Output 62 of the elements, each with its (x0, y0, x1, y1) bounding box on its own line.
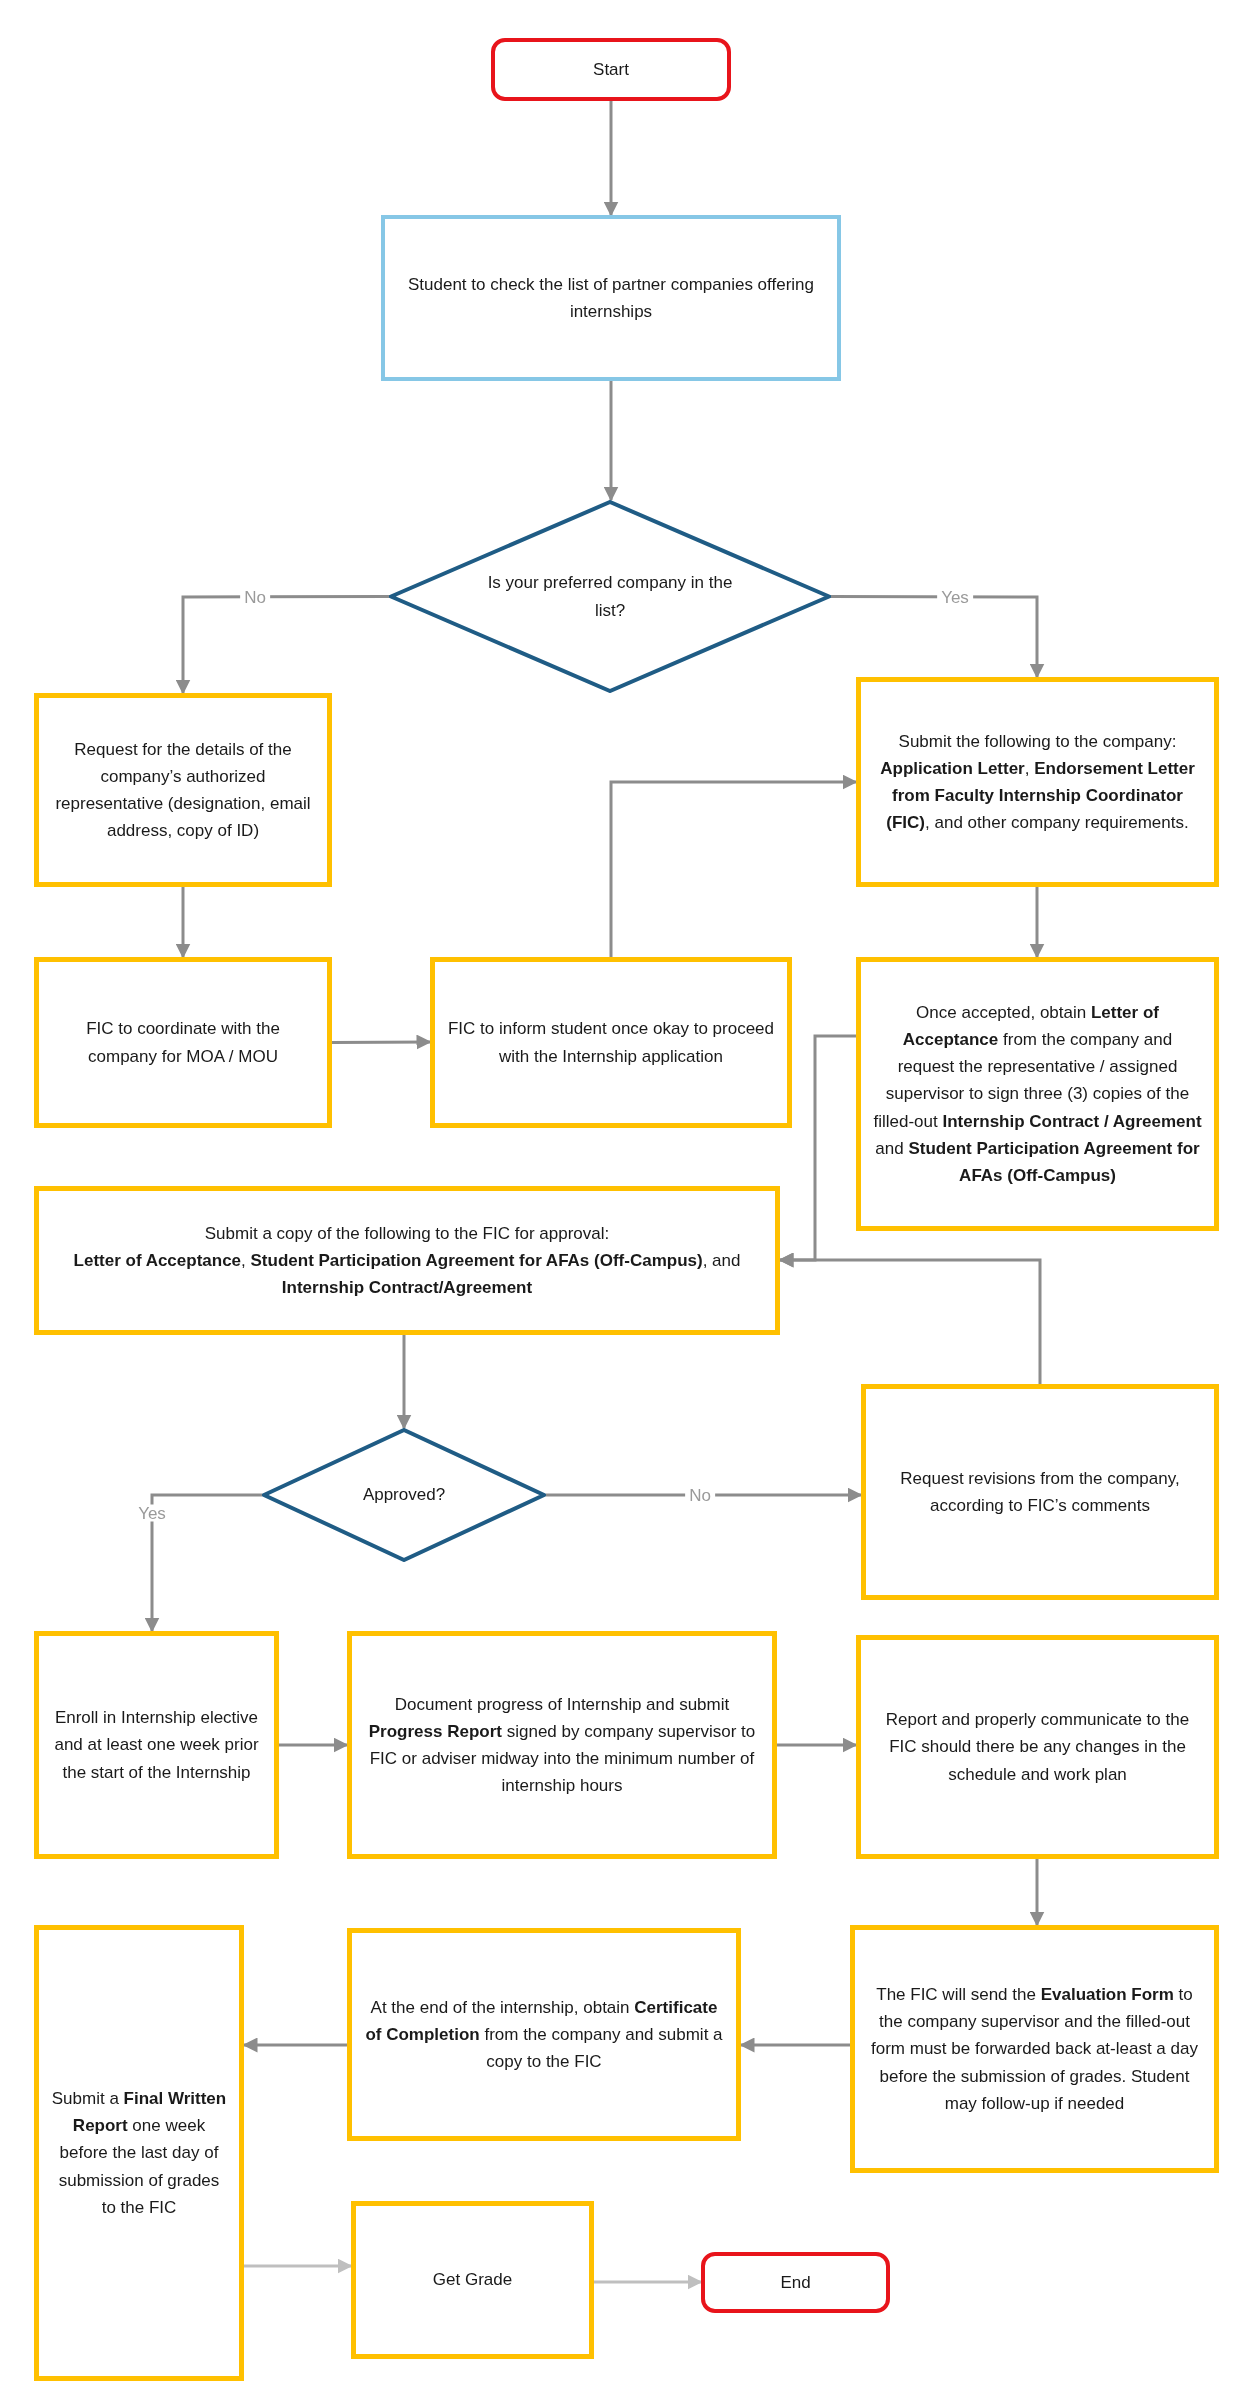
node-text: Student to check the list of partner companies offering internships (406, 273, 815, 323)
edge-label: No (685, 1486, 715, 1504)
node-text: Once accepted, obtain Letter of Acceptance from the company and request the representative / assigned supervisor to sign three (3) copies of the filled-out Internship Contract / Agreement and Student Participation Agreement for AFAs (Off-Campus) (873, 1001, 1202, 1187)
node-text: Approved? (362, 1484, 446, 1507)
arrow (1029, 1859, 1045, 1927)
node-text: Request for the details of the company’s authorized representative (designation, email address, copy of ID) (54, 738, 312, 843)
arrow (831, 595, 1045, 679)
process-box (850, 1925, 1219, 2173)
arrow (603, 381, 619, 502)
process-box (351, 2201, 594, 2359)
arrow (396, 1335, 412, 1430)
node-text: FIC to inform student once okay to proceed with the Internship application (447, 1018, 775, 1068)
node-text: Request revisions from the company, according to FIC’s comments (899, 1467, 1181, 1517)
arrow (244, 2258, 353, 2274)
process-box (430, 957, 792, 1128)
arrow (175, 595, 389, 695)
arrow (1029, 887, 1045, 959)
process-box (347, 1631, 777, 1859)
node-text: At the end of the internship, obtain Certificate of Completion from the company and submit a copy to the FIC (364, 1996, 724, 2074)
decision-diamond (389, 500, 831, 693)
node-text: Start (593, 58, 629, 81)
node-text: FIC to coordinate with the company for MOA / MOU (85, 1018, 281, 1068)
node-text: Report and properly communicate to the FIC should there be any changes in the schedule and work plan (884, 1709, 1191, 1786)
node-text: Submit the following to the company: (898, 730, 1177, 753)
arrow (603, 101, 619, 217)
node-text: Document progress of Internship and submit Progress Report signed by company supervisor to FIC or adviser midway into the minimum number of internship hours (367, 1693, 757, 1798)
arrow (242, 2037, 347, 2053)
terminal-box (701, 2252, 890, 2313)
edge-label: No (240, 588, 270, 606)
process-box (34, 1186, 780, 1335)
arrow (594, 2274, 703, 2290)
node-text: The FIC will send the Evaluation Form to the company supervisor and the filled-out form must be forwarded back at-least a day before the submission of grades. Student may follow-up if needed (870, 1984, 1199, 2115)
arrow (739, 2037, 850, 2053)
terminal-box (491, 38, 731, 101)
process-box (34, 1925, 244, 2381)
process-box (856, 957, 1219, 1231)
arrow (546, 1487, 863, 1503)
node-text: Application Letter, Endorsement Letter from Faculty Internship Coordinator (FIC), and other company requirements. (879, 757, 1196, 835)
process-box (856, 677, 1219, 887)
node-text: End (780, 2271, 811, 2294)
node-text: Submit a Final Written Report one week before the last day of submission of grades to the FIC (51, 2088, 227, 2219)
arrow (332, 1034, 432, 1050)
arrow (777, 1737, 858, 1753)
process-box (381, 215, 841, 381)
process-box (34, 693, 332, 887)
process-box (34, 1631, 279, 1859)
arrow (279, 1737, 349, 1753)
arrow (778, 1252, 1042, 1384)
process-box (34, 957, 332, 1128)
arrow (609, 774, 858, 957)
arrow (175, 887, 191, 959)
decision-diamond (262, 1428, 546, 1562)
process-box (861, 1384, 1219, 1600)
node-text: Enroll in Internship elective and at least one week prior the start of the Internship (53, 1707, 260, 1784)
edge-label: Yes (937, 588, 973, 606)
node-text: Letter of Acceptance, Student Participation Agreement for AFAs (Off-Campus), and Internship Contract/Agreement (72, 1249, 742, 1300)
process-box (347, 1928, 741, 2141)
node-text: Is your preferred company in the list? (486, 572, 734, 622)
node-text: Get Grade (432, 2269, 513, 2292)
node-text: Submit a copy of the following to the FIC for approval: (204, 1222, 610, 1245)
arrow (144, 1493, 262, 1633)
process-box (856, 1635, 1219, 1859)
